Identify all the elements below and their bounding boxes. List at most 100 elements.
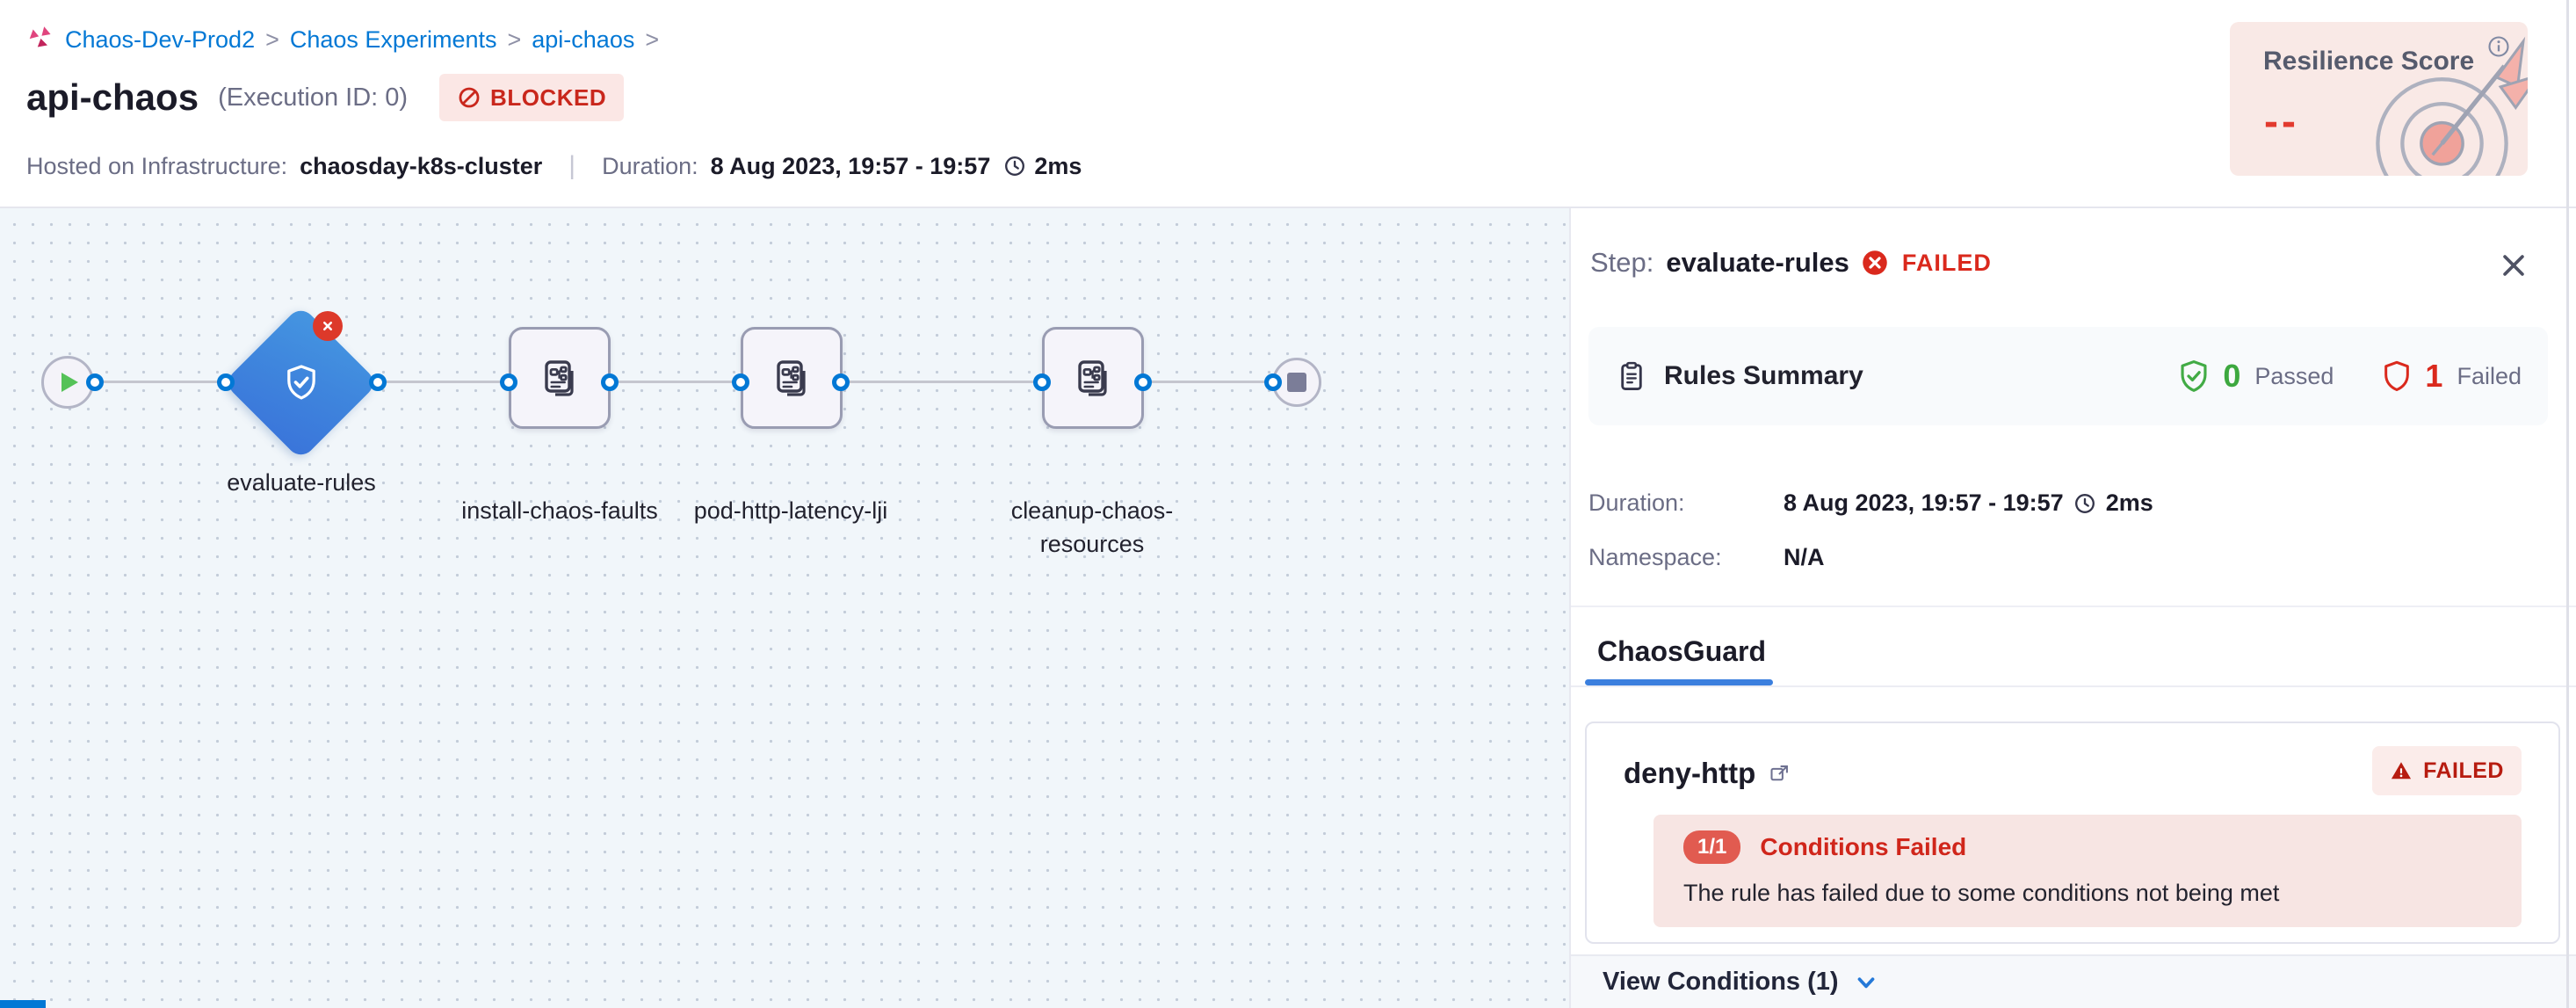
node-install-chaos-faults[interactable]: [509, 327, 611, 429]
duration-ms: 2ms: [2105, 489, 2153, 516]
breadcrumb-separator: >: [265, 26, 279, 53]
failed-status-badge-icon: [313, 311, 343, 341]
meta-divider: |: [568, 151, 576, 180]
step-status: FAILED: [1901, 249, 1992, 276]
shield-check-green-icon: [2181, 359, 2207, 392]
resilience-score-card: Resilience Score --: [2230, 22, 2528, 176]
close-icon[interactable]: [2497, 249, 2530, 282]
step-group-icon: [545, 360, 574, 396]
resilience-score-value: --: [2264, 98, 2299, 145]
connector-port: [217, 373, 235, 391]
duration-row: Duration: 8 Aug 2023, 19:57 - 19:57 2ms: [1588, 489, 2153, 517]
rule-failed-badge: FAILED: [2372, 746, 2522, 795]
scrollbar[interactable]: [2566, 0, 2569, 1008]
execution-id: (Execution ID: 0): [218, 83, 409, 112]
chevron-down-icon: [1857, 976, 1874, 988]
connector-port: [732, 373, 749, 391]
failed-circle-icon: [1863, 250, 1887, 275]
tab-chaosguard[interactable]: ChaosGuard: [1597, 635, 1767, 667]
page-header: Chaos-Dev-Prod2 > Chaos Experiments > ap…: [0, 0, 2576, 208]
duration-value: 8 Aug 2023, 19:57 - 19:57: [710, 152, 991, 179]
failed-label: Failed: [2457, 362, 2522, 389]
connector-port: [1264, 373, 1282, 391]
rule-name-link[interactable]: deny-http: [1624, 757, 1756, 789]
warning-triangle-icon: [2391, 762, 2412, 780]
stop-icon: [1287, 373, 1306, 392]
view-conditions-toggle[interactable]: View Conditions (1): [1571, 954, 2576, 1008]
conditions-count-pill: 1/1: [1683, 830, 1741, 864]
shield-red-icon: [2384, 360, 2410, 391]
failed-count-group: 1 Failed: [2379, 358, 2522, 395]
target-dart-illustration: [2348, 26, 2528, 176]
connector-port: [369, 373, 387, 391]
duration-ms: 2ms: [1034, 152, 1082, 179]
breadcrumb-project[interactable]: Chaos-Dev-Prod2: [65, 26, 256, 53]
step-group-icon: [1078, 360, 1107, 396]
rules-summary-panel: Rules Summary 0 Passed 1 Failed: [1588, 327, 2548, 425]
edge: [1143, 381, 1275, 383]
breadcrumb-experiments[interactable]: Chaos Experiments: [289, 26, 497, 53]
info-icon[interactable]: [2486, 34, 2511, 63]
infra-value: chaosday-k8s-cluster: [300, 152, 543, 179]
connector-port: [832, 373, 850, 391]
namespace-label: Namespace:: [1588, 544, 1722, 570]
edge: [95, 381, 227, 383]
conditions-failed-message: The rule has failed due to some conditio…: [1683, 880, 2280, 906]
passed-count: 0: [2223, 358, 2241, 394]
connector-port: [601, 373, 619, 391]
rules-summary-title: Rules Summary: [1664, 361, 1863, 390]
header-meta-row: Hosted on Infrastructure: chaosday-k8s-c…: [26, 151, 1082, 181]
shield-check-icon: [281, 362, 322, 407]
passed-label: Passed: [2254, 362, 2334, 389]
active-tab-indicator: [1585, 679, 1773, 685]
infra-label: Hosted on Infrastructure:: [26, 152, 288, 179]
edge: [378, 381, 510, 383]
conditions-failed-alert: 1/1 Conditions Failed The rule has faile…: [1653, 815, 2522, 927]
failed-count: 1: [2425, 358, 2443, 394]
step-group-icon: [777, 360, 806, 396]
status-badge-blocked: BLOCKED: [439, 74, 625, 121]
node-label: evaluate-rules: [227, 469, 376, 496]
connector-port: [86, 373, 104, 391]
tab-bar-border: [1571, 685, 2576, 687]
node-label: pod-http-latency-lji: [693, 497, 888, 524]
passed-count-group: 0 Passed: [2175, 358, 2334, 395]
rule-card-deny-http: deny-http FAILED 1/1 Conditions F: [1585, 722, 2560, 944]
prohibited-icon: [459, 87, 480, 108]
node-label: cleanup-chaos-resources: [1010, 497, 1174, 557]
edge: [610, 381, 742, 383]
clipboard-icon: [1621, 361, 1642, 390]
clock-icon: [1005, 156, 1025, 176]
namespace-row: Namespace: N/A: [1588, 544, 1825, 571]
connector-port: [1134, 373, 1152, 391]
step-panel-header: Step: evaluate-rules FAILED: [1590, 247, 1992, 279]
connector-port: [1033, 373, 1051, 391]
chaos-module-icon: [26, 23, 54, 57]
step-name: evaluate-rules: [1666, 247, 1849, 278]
play-icon: [62, 373, 78, 392]
external-link-icon[interactable]: [1768, 762, 1791, 786]
page-title: api-chaos: [26, 76, 199, 118]
connector-port: [500, 373, 517, 391]
breadcrumb-separator: >: [507, 26, 522, 53]
step-details-panel: Step: evaluate-rules FAILED: [1569, 208, 2576, 1008]
duration-value: 8 Aug 2023, 19:57 - 19:57: [1784, 489, 2064, 516]
title-row: api-chaos (Execution ID: 0) BLOCKED: [26, 74, 625, 121]
duration-label: Duration:: [602, 152, 698, 179]
conditions-failed-title: Conditions Failed: [1760, 833, 1967, 860]
node-pod-http-latency[interactable]: [741, 327, 843, 429]
clock-icon: [2074, 493, 2095, 513]
breadcrumb-experiment-name[interactable]: api-chaos: [532, 26, 635, 53]
pipeline-canvas[interactable]: evaluate-rules install-chaos-faults pod-…: [0, 208, 1569, 1008]
view-conditions-label: View Conditions (1): [1603, 968, 1839, 996]
divider: [1571, 606, 2576, 607]
duration-label: Duration:: [1588, 489, 1685, 516]
node-cleanup-chaos-resources[interactable]: [1042, 327, 1144, 429]
step-label: Step:: [1590, 247, 1654, 278]
breadcrumb: Chaos-Dev-Prod2 > Chaos Experiments > ap…: [26, 23, 659, 57]
namespace-value: N/A: [1784, 544, 1825, 570]
edge: [841, 381, 1043, 383]
breadcrumb-separator: >: [645, 26, 660, 53]
canvas-bottom-accent: [0, 1000, 46, 1008]
